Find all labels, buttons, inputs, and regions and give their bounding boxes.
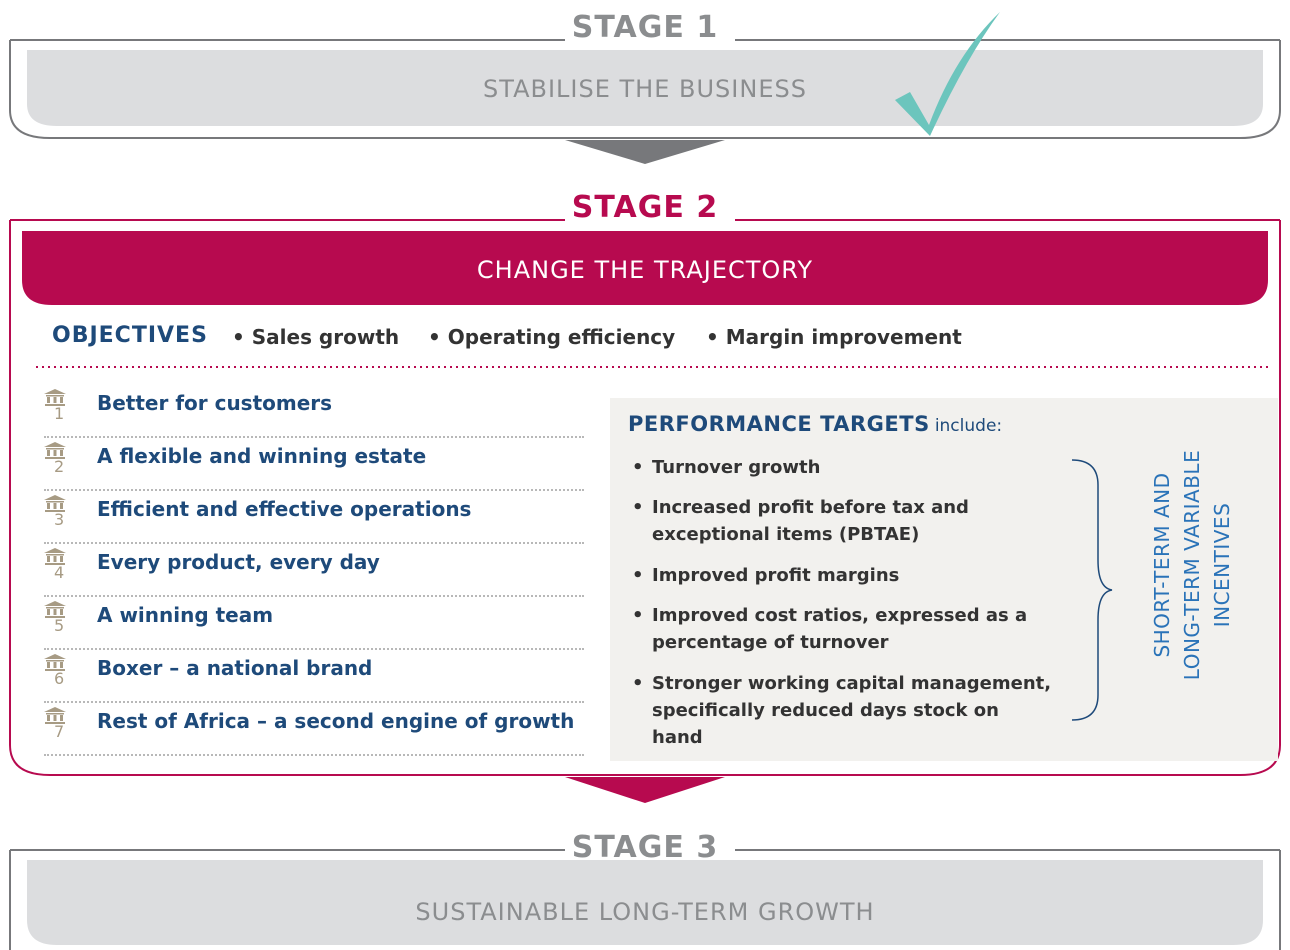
stage2-band <box>22 231 1268 305</box>
pillar-label: Rest of Africa – a second engine of grow… <box>97 709 575 733</box>
target-text: Stronger working capital management, spe… <box>652 673 1052 748</box>
stage2-down-arrow <box>565 777 725 803</box>
target-text: Increased profit before tax and exceptio… <box>652 497 969 545</box>
list-item: 4 Every product, every day <box>44 544 584 597</box>
pillar-building-icon <box>44 389 66 406</box>
pillar-building-icon <box>44 707 66 724</box>
divider <box>44 648 584 650</box>
pillar-building-icon <box>44 548 66 565</box>
targets-heading-text: PERFORMANCE TARGETS <box>628 412 930 436</box>
incentives-line: SHORT-TERM AND <box>1150 472 1174 658</box>
incentives-line: LONG-TERM VARIABLE <box>1180 449 1204 681</box>
stage2-label: STAGE 2 <box>571 190 719 225</box>
divider <box>44 754 584 756</box>
pillar-label: A flexible and winning estate <box>97 444 427 468</box>
list-item: 3 Efficient and effective operations <box>44 491 584 544</box>
divider <box>44 701 584 703</box>
pillar-label: A winning team <box>97 603 274 627</box>
target-text: Improved cost ratios, expressed as a per… <box>652 605 1028 653</box>
bullet-icon: • <box>632 605 644 626</box>
list-item: 6 Boxer – a national brand <box>44 650 584 703</box>
stage3-label: STAGE 3 <box>571 830 719 865</box>
pillar-number: 5 <box>54 616 65 635</box>
pillar-label: Every product, every day <box>97 550 380 574</box>
stage1-frame <box>9 39 1281 164</box>
incentives-line: INCENTIVES <box>1210 502 1234 628</box>
bullet-icon: • <box>632 497 644 518</box>
stage3-band <box>27 860 1263 945</box>
pillar-number: 7 <box>54 722 65 741</box>
pillar-number: 3 <box>54 510 65 529</box>
target-text: Turnover growth <box>652 457 821 478</box>
incentives-label: SHORT-TERM AND LONG-TERM VARIABLE INCENT… <box>1147 415 1237 715</box>
pillar-building-icon <box>44 601 66 618</box>
objective-item: • Margin improvement <box>706 325 962 349</box>
bullet-icon: • <box>632 457 644 478</box>
bullet-icon: • <box>632 673 644 694</box>
pillar-building-icon <box>44 654 66 671</box>
stage1-label: STAGE 1 <box>571 10 719 45</box>
divider <box>44 542 584 544</box>
stage1-band-text: STABILISE THE BUSINESS <box>483 75 807 103</box>
divider <box>44 436 584 438</box>
stage3-frame <box>9 849 1281 950</box>
stage2-frame <box>9 219 1281 803</box>
targets-heading-suffix: include: <box>934 416 1003 436</box>
pillar-building-icon <box>44 442 66 459</box>
targets-heading: PERFORMANCE TARGETS include: <box>628 410 1002 440</box>
list-item: 7 Rest of Africa – a second engine of gr… <box>44 703 584 756</box>
stage1-band <box>27 50 1263 126</box>
pillar-building-icon <box>44 495 66 512</box>
bullet-icon: • <box>632 565 644 586</box>
pillar-number: 4 <box>54 563 65 582</box>
divider <box>44 489 584 491</box>
list-item: 2 A flexible and winning estate <box>44 438 584 491</box>
pillar-number: 6 <box>54 669 65 688</box>
targets-panel-bg <box>610 398 1278 761</box>
objective-item: • Operating efficiency <box>428 325 676 349</box>
pillar-number: 1 <box>54 404 65 423</box>
stage3-band-text: SUSTAINABLE LONG-TERM GROWTH <box>415 898 875 926</box>
objective-item: • Sales growth <box>232 325 400 349</box>
stage2-band-text: CHANGE THE TRAJECTORY <box>476 256 814 284</box>
list-item: 1 Better for customers <box>44 385 584 438</box>
checkmark-icon <box>895 12 1000 136</box>
stage1-down-arrow <box>565 140 725 164</box>
pillar-label: Boxer – a national brand <box>97 656 373 680</box>
pillar-number: 2 <box>54 457 65 476</box>
pillar-label: Better for customers <box>97 391 333 415</box>
objectives-heading: OBJECTIVES <box>52 323 208 348</box>
brace-icon <box>1071 459 1113 721</box>
pillar-label: Efficient and effective operations <box>97 497 472 521</box>
target-text: Improved profit margins <box>652 565 900 586</box>
divider <box>44 595 584 597</box>
list-item: 5 A winning team <box>44 597 584 650</box>
